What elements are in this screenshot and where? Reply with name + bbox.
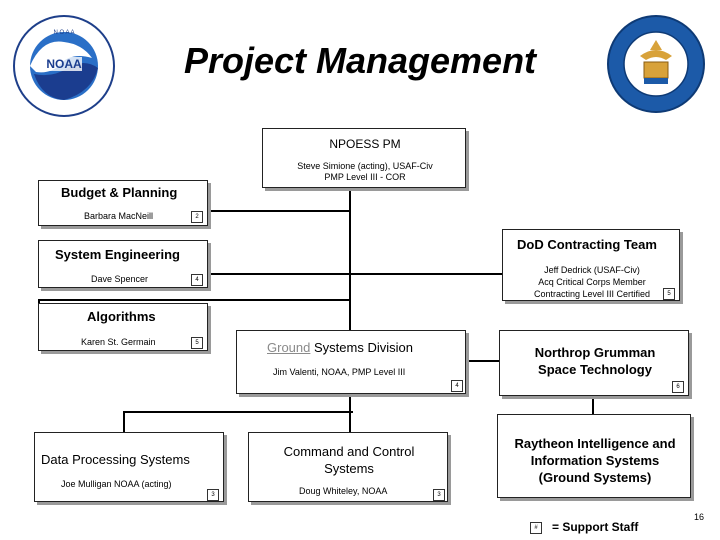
- data-processing-box: Data Processing Systems Joe Mulligan NOA…: [34, 432, 224, 502]
- connector-ground-northrop: [465, 360, 499, 362]
- ground-systems-staff-count: 4: [451, 380, 463, 392]
- system-engineering-person: Dave Spencer: [91, 274, 149, 284]
- connector-budget: [208, 210, 350, 212]
- data-processing-person: Joe Mulligan NOAA (acting): [61, 479, 172, 489]
- algorithms-staff-count: 5: [191, 337, 203, 349]
- connector-sysEng-dod: [208, 273, 502, 275]
- npoess-pm-box: NPOESS PM Steve Simione (acting), USAF-C…: [262, 128, 466, 188]
- system-engineering-title: System Engineering: [55, 247, 180, 262]
- connector-root-vertical: [349, 188, 351, 284]
- ground-systems-title-word: Ground: [267, 340, 311, 355]
- budget-planning-title: Budget & Planning: [61, 185, 178, 200]
- dod-contracting-staff-count: 5: [663, 288, 675, 300]
- legend-symbol: #: [530, 522, 542, 534]
- raytheon-title: Raytheon Intelligence and Information Sy…: [514, 436, 676, 485]
- ground-systems-box: Ground Systems Division Jim Valenti, NOA…: [236, 330, 466, 394]
- legend-text: = Support Staff: [552, 520, 639, 534]
- dod-contracting-line-3: Contracting Level III Certified: [533, 289, 651, 299]
- ground-systems-title: Ground Systems Division: [267, 340, 413, 355]
- connector-to-data-proc: [123, 411, 125, 432]
- connector-pm-to-ground: [349, 300, 351, 330]
- connector-ground-children: [123, 411, 353, 413]
- doc-seal-logo: [606, 14, 706, 114]
- dod-contracting-line-1: Jeff Dedrick (USAF-Civ): [544, 265, 640, 275]
- noaa-logo: N O A A NOAA: [12, 14, 116, 118]
- command-control-title: Command and Control Systems: [283, 444, 415, 476]
- budget-planning-staff-count: 2: [191, 211, 203, 223]
- connector-northrop-raytheon: [592, 396, 594, 414]
- dod-contracting-title: DoD Contracting Team: [517, 237, 657, 252]
- npoess-pm-title: NPOESS PM: [329, 137, 401, 151]
- ground-systems-title-rest: Systems Division: [314, 340, 413, 355]
- command-control-box: Command and Control Systems Doug Whitele…: [248, 432, 448, 502]
- budget-planning-person: Barbara MacNeill: [84, 211, 154, 221]
- command-control-staff-count: 3: [433, 489, 445, 501]
- ground-systems-person: Jim Valenti, NOAA, PMP Level III: [273, 367, 406, 377]
- svg-text:N O A A: N O A A: [53, 30, 74, 36]
- data-processing-title: Data Processing Systems: [41, 452, 190, 467]
- npoess-pm-line-2: PMP Level III - COR: [324, 172, 406, 182]
- algorithms-title: Algorithms: [87, 309, 156, 324]
- algorithms-box: Algorithms Karen St. Germain 5: [38, 303, 208, 351]
- connector-to-c2: [349, 411, 351, 432]
- connector-algorithms-horizontal: [38, 299, 351, 301]
- connector-left-rail: [349, 284, 351, 300]
- system-engineering-staff-count: 4: [191, 274, 203, 286]
- command-control-person: Doug Whiteley, NOAA: [299, 486, 388, 496]
- page-number: 16: [694, 512, 705, 522]
- budget-planning-box: Budget & Planning Barbara MacNeill 2: [38, 180, 208, 226]
- northrop-grumman-staff-count: 6: [672, 381, 684, 393]
- connector-ground-down: [349, 394, 351, 412]
- raytheon-box: Raytheon Intelligence and Information Sy…: [497, 414, 691, 498]
- doc-seal-graphic: [607, 15, 705, 113]
- noaa-logo-text: NOAA: [46, 57, 82, 71]
- northrop-grumman-title: Northrop Grumman Space Technology: [534, 345, 656, 377]
- data-processing-staff-count: 3: [207, 489, 219, 501]
- dod-contracting-box: DoD Contracting Team Jeff Dedrick (USAF-…: [502, 229, 680, 301]
- northrop-grumman-box: Northrop Grumman Space Technology 6: [499, 330, 689, 396]
- page-title: Project Management: [183, 40, 537, 81]
- system-engineering-box: System Engineering Dave Spencer 4: [38, 240, 208, 288]
- algorithms-person: Karen St. Germain: [81, 337, 156, 347]
- npoess-pm-line-1: Steve Simione (acting), USAF-Civ: [297, 161, 433, 171]
- dod-contracting-line-2: Acq Critical Corps Member: [538, 277, 646, 287]
